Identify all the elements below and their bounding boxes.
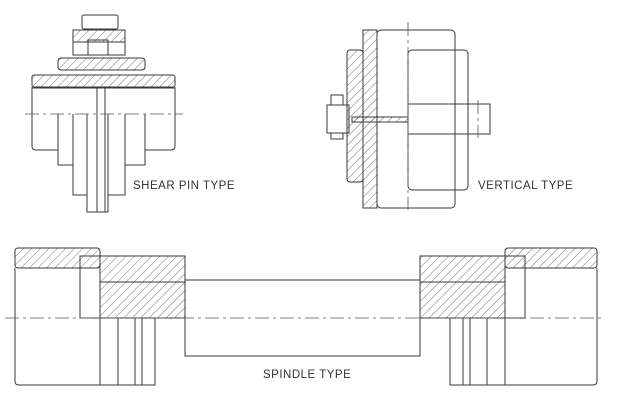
- shear-pin-coupling: [25, 14, 183, 213]
- spindle-coupling: [5, 247, 602, 386]
- spindle-type-label: SPINDLE TYPE: [263, 369, 352, 381]
- vertical-type-label: VERTICAL TYPE: [478, 180, 574, 192]
- vertical-coupling: [326, 22, 491, 210]
- shear-pin-type-label: SHEAR PIN TYPE: [133, 180, 236, 192]
